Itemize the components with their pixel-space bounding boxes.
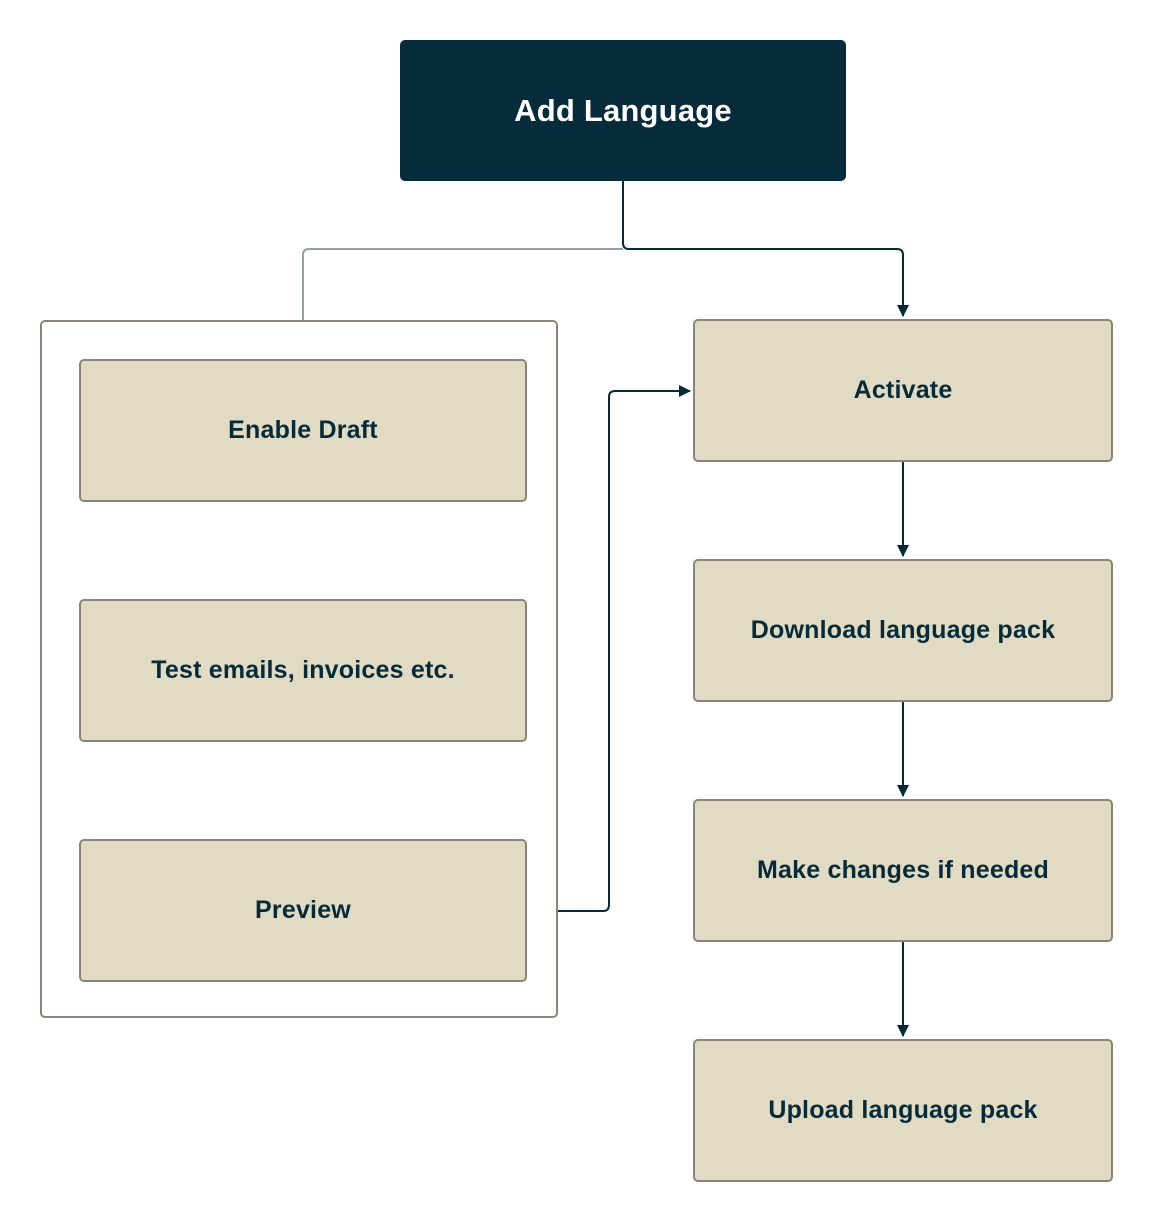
upload-language-pack-label: Upload language pack (768, 1096, 1038, 1124)
make-changes-label: Make changes if needed (757, 856, 1049, 884)
download-language-pack-node[interactable]: Download language pack (693, 559, 1113, 702)
upload-language-pack-node[interactable]: Upload language pack (693, 1039, 1113, 1182)
make-changes-node[interactable]: Make changes if needed (693, 799, 1113, 942)
add-language-label: Add Language (514, 92, 732, 128)
enable-draft-label: Enable Draft (228, 416, 378, 444)
test-emails-node[interactable]: Test emails, invoices etc. (79, 599, 527, 742)
activate-label: Activate (853, 376, 953, 404)
download-language-pack-label: Download language pack (750, 616, 1056, 644)
preview-node[interactable]: Preview (79, 839, 527, 982)
connector-preview-to-activate (527, 385, 691, 912)
connector-add-to-enable-draft (297, 248, 623, 357)
enable-draft-node[interactable]: Enable Draft (79, 359, 527, 502)
preview-label: Preview (255, 896, 351, 924)
add-language-node[interactable]: Add Language (400, 40, 846, 181)
activate-node[interactable]: Activate (693, 319, 1113, 462)
connector-add-to-activate (622, 181, 909, 317)
test-emails-label: Test emails, invoices etc. (151, 656, 455, 684)
